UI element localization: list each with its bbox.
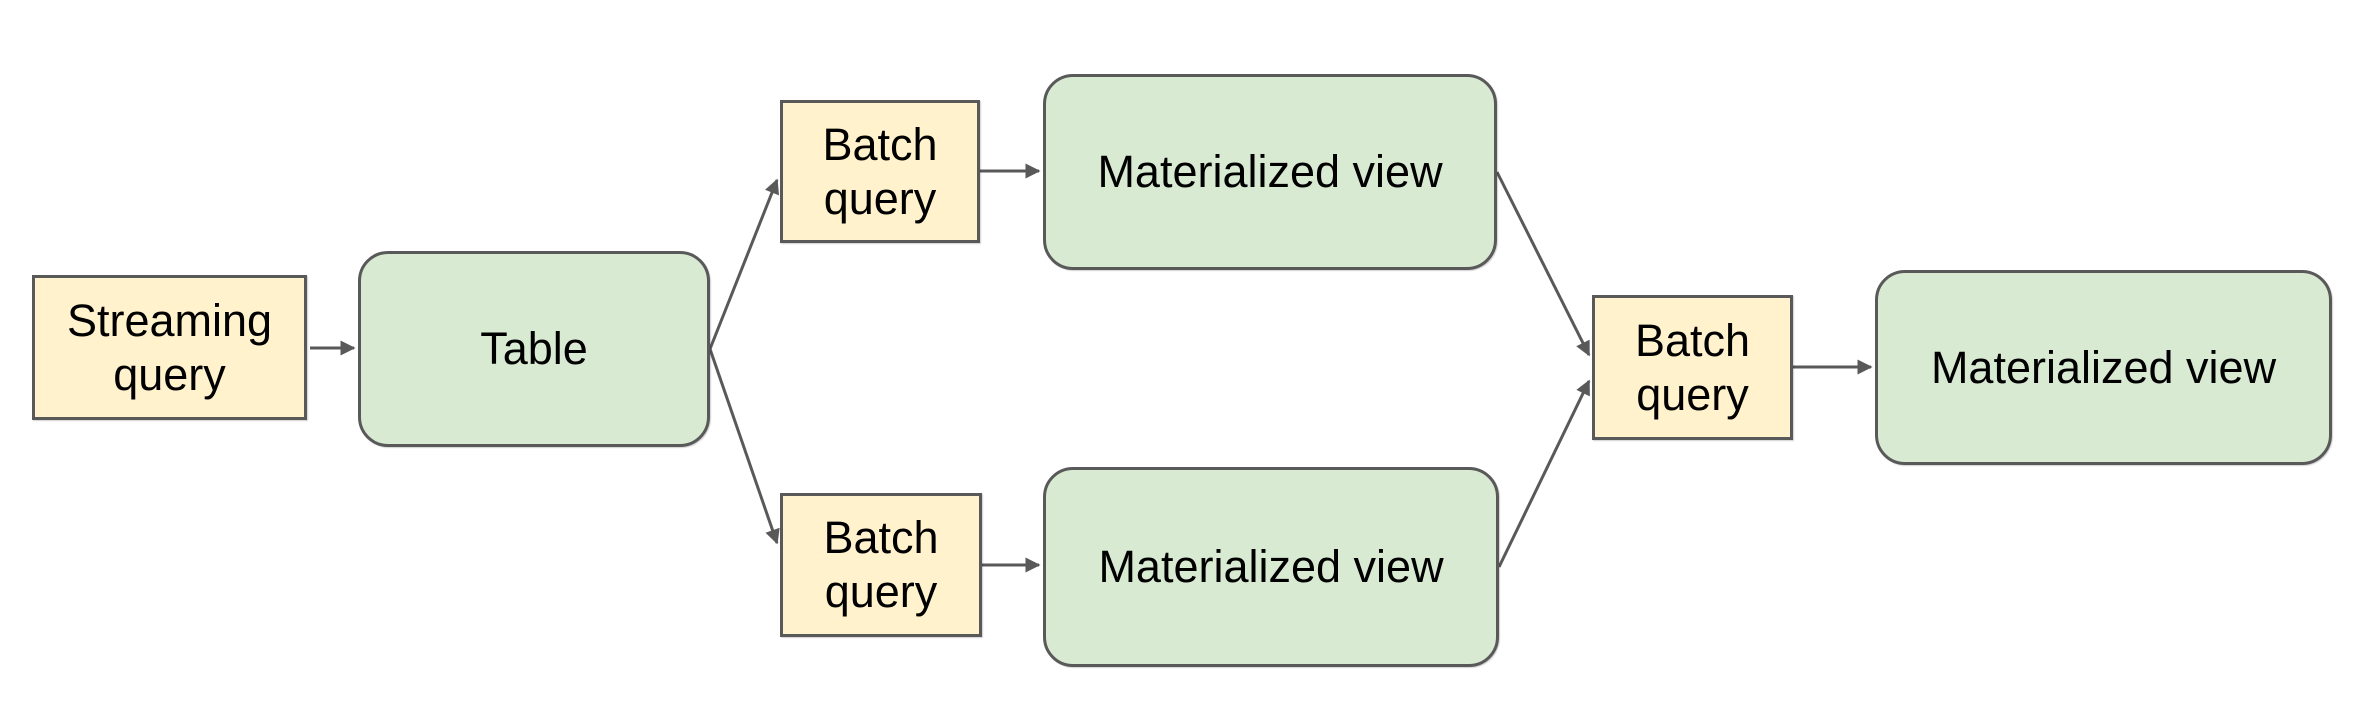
node-batch-query-bottom: Batch query bbox=[780, 493, 982, 637]
node-batch-query-right-label: Batch query bbox=[1634, 314, 1751, 420]
node-streaming-query: Streaming query bbox=[32, 275, 307, 420]
edge-table-to-batch-query-bottom bbox=[708, 348, 780, 545]
node-table-label: Table bbox=[480, 323, 588, 374]
node-materialized-view-right-label: Materialized view bbox=[1930, 341, 2277, 393]
node-batch-query-top-label: Batch query bbox=[822, 118, 938, 224]
node-materialized-view-top: Materialized view bbox=[1043, 74, 1497, 270]
node-materialized-view-right: Materialized view bbox=[1875, 270, 2332, 465]
edge-materialized-view-bottom-to-batch-query-right bbox=[1497, 379, 1591, 568]
node-materialized-view-bottom: Materialized view bbox=[1043, 467, 1499, 667]
node-table: Table bbox=[358, 251, 710, 447]
edge-table-to-batch-query-top bbox=[708, 178, 779, 350]
node-streaming-query-label: Streaming query bbox=[66, 294, 273, 400]
edge-materialized-view-top-to-batch-query-right bbox=[1495, 171, 1591, 357]
node-batch-query-top: Batch query bbox=[780, 100, 980, 243]
node-batch-query-right: Batch query bbox=[1592, 295, 1793, 440]
node-materialized-view-top-label: Materialized view bbox=[1097, 146, 1443, 197]
node-materialized-view-bottom-label: Materialized view bbox=[1098, 541, 1444, 592]
node-batch-query-bottom-label: Batch query bbox=[823, 512, 939, 617]
